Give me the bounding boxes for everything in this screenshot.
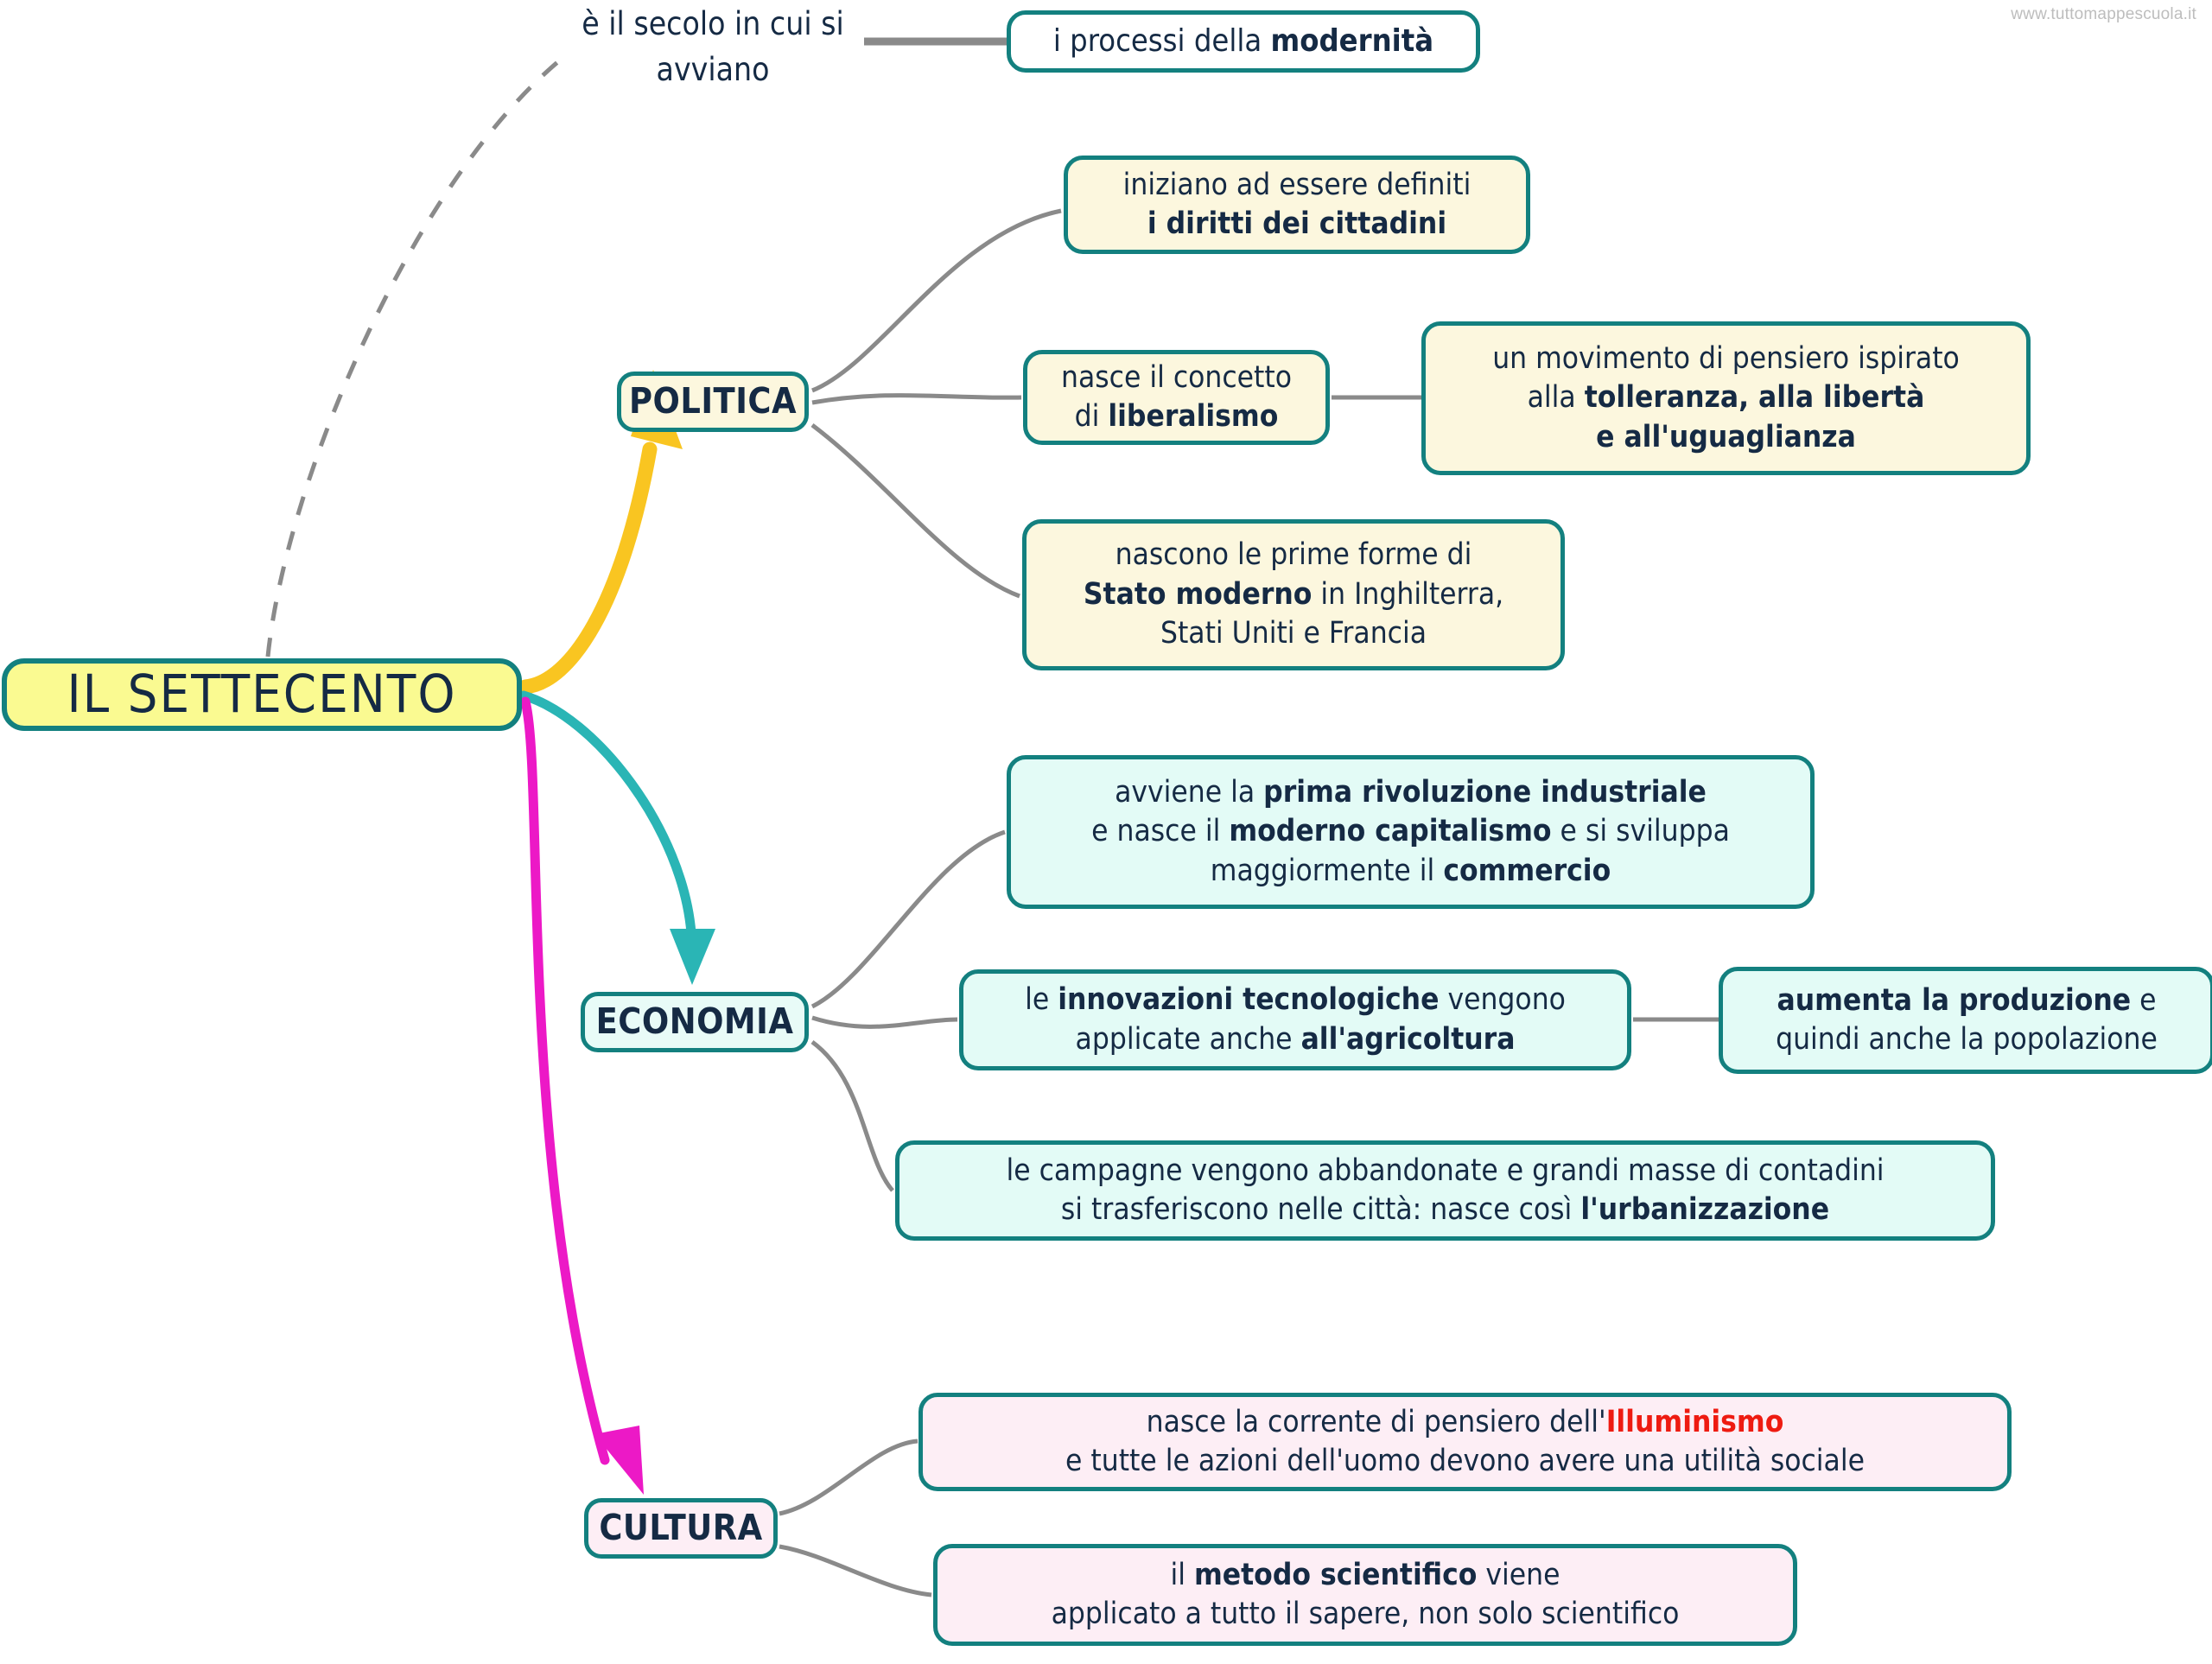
node-metodo-scientifico[interactable]: il metodo scientifico viene applicato a t… [933,1544,1797,1646]
node-liberalismo[interactable]: nasce il concetto di liberalismo [1023,350,1330,445]
node-text-line: applicato a tutto il sapere, non solo sc… [1051,1597,1680,1631]
node-text-line: applicate anche all'agricoltura [1075,1021,1516,1057]
caption-secolo-line1: è il secolo in cui [582,5,812,42]
node-processi-modernita[interactable]: i processi della modernità [1007,10,1480,73]
node-text-line: di liberalismo [1074,399,1279,434]
branch-node-economia[interactable]: ECONOMIA [581,992,809,1052]
root-node-il-settecento[interactable]: IL SETTECENTO [2,658,522,731]
connector-cultura-metodo [779,1544,932,1597]
node-text-line: e tutte le azioni dell'uomo devono avere… [1065,1444,1865,1478]
node-text-line: quindi anche la popolazione [1776,1022,2158,1057]
caption-secolo-line2: si avviano [656,5,844,88]
node-text-line: le campagne vengono abbandonate e grandi… [1006,1153,1885,1188]
node-text-line: le innovazioni tecnologiche vengono [1025,982,1566,1017]
branch-node-economia-label: ECONOMIA [595,1000,794,1043]
node-illuminismo[interactable]: nasce la corrente di pensiero dell'Illum… [918,1393,2012,1491]
node-urbanizzazione[interactable]: le campagne vengono abbandonate e grandi… [895,1140,1995,1241]
node-aumenta-produzione[interactable]: aumenta la produzione e quindi anche la p… [1719,967,2212,1074]
node-text-line: nasce il concetto [1060,359,1292,395]
node-text-line: aumenta la produzione e [1777,982,2157,1018]
node-text-line: il metodo scientifico viene [1170,1557,1560,1592]
node-text-line: Stati Uniti e Francia [1160,616,1427,651]
node-prima-rivoluzione-industriale[interactable]: avviene la prima rivoluzione industriale… [1007,755,1815,909]
node-processi-modernita-text: i processi della modernità [1052,22,1434,59]
node-text-line: nasce la corrente di pensiero dell'Illum… [1146,1404,1784,1439]
branch-node-cultura[interactable]: CULTURA [584,1498,778,1559]
node-text-line: e nasce il moderno capitalismo e si svil… [1091,814,1730,849]
root-node-label: IL SETTECENTO [67,664,457,726]
node-text-line: Stato moderno in Inghilterra, [1083,576,1504,612]
node-text-line: un movimento di pensiero ispirato [1492,340,1960,376]
node-text-line: avviene la prima rivoluzione industriale [1115,774,1707,810]
branch-node-politica-label: POLITICA [628,380,798,422]
branch-node-politica[interactable]: POLITICA [617,372,809,432]
connector-politica-liberalismo [811,393,1022,405]
node-innovazioni-tecnologiche[interactable]: le innovazioni tecnologiche vengono appli… [959,969,1631,1070]
arrow-root-economia [518,690,696,938]
node-text-line: maggiormente il commercio [1210,853,1611,888]
connector-economia-urbanizzazione [810,1039,894,1192]
node-text-line: iniziano ad essere definiti [1122,167,1471,202]
node-text-line: alla tolleranza, alla libertà [1527,380,1925,416]
branch-node-cultura-label: CULTURA [599,1507,763,1549]
connector-politica-stato [810,423,1020,599]
node-text-line: nascono le prime forme di [1115,537,1472,573]
arrow-head-cultura [594,1426,644,1495]
connector-economia-innovazioni [811,1015,958,1029]
node-text-line: si trasferiscono nelle città: nasce così… [1060,1192,1830,1227]
arrow-root-cultura [520,696,610,1465]
node-diritti-dei-cittadini[interactable]: iniziano ad essere definiti i diritti dei… [1064,156,1530,254]
connector-cultura-illuminismo [779,1439,918,1516]
arrow-root-politica [518,441,658,695]
caption-secolo: è il secolo in cui si avviano [540,2,886,92]
arrow-head-economia [670,929,715,985]
node-text-line: i diritti dei cittadini [1147,206,1447,241]
node-tolleranza-liberta-uguaglianza[interactable]: un movimento di pensiero ispirato alla to… [1421,321,2031,475]
site-watermark: www.tuttomappescuola.it [2011,5,2196,23]
node-text-line: e all'uguaglianza [1596,419,1856,454]
dashed-connector-secolo [265,50,572,657]
